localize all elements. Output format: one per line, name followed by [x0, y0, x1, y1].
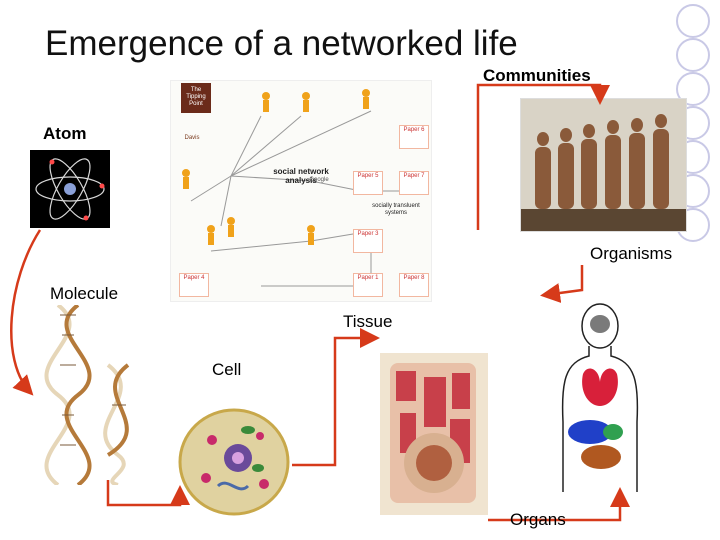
label-organisms: Organisms	[590, 244, 673, 263]
cell-image	[178, 408, 290, 516]
paper-node: Paper 4	[179, 273, 209, 297]
decorative-ring-border	[660, 0, 720, 540]
label-molecule: Molecule	[50, 284, 119, 303]
slide-title: Emergence of a networked life	[45, 24, 518, 63]
node-social-network-analysis: social network analysis	[273, 167, 329, 185]
paper-node: Paper 8	[399, 273, 429, 297]
label-organs: Organs	[510, 510, 566, 529]
node-google: Google	[309, 177, 329, 183]
label-atom: Atom	[43, 124, 87, 143]
label-cell: Cell	[212, 360, 242, 379]
communities-image	[520, 98, 687, 232]
label-communities: Communities	[483, 66, 591, 85]
paper-node: Paper 1	[353, 273, 383, 297]
tissue-image	[380, 353, 488, 515]
paper-node: Paper 7	[399, 171, 429, 195]
paper-node: Paper 3	[353, 229, 383, 253]
social-network-image: The Tipping Point Davis social network a…	[170, 80, 432, 302]
paper-node: Paper 5	[353, 171, 383, 195]
label-tissue: Tissue	[343, 312, 393, 331]
node-tipping-point: The Tipping Point	[186, 87, 206, 107]
atom-image	[30, 150, 110, 228]
paper-node: Paper 6	[399, 125, 429, 149]
dna-molecule-image	[38, 303, 148, 487]
node-davis: Davis	[184, 135, 200, 141]
node-socially-translucent-systems: socially transluent systems	[372, 203, 420, 216]
organs-image	[555, 302, 645, 512]
